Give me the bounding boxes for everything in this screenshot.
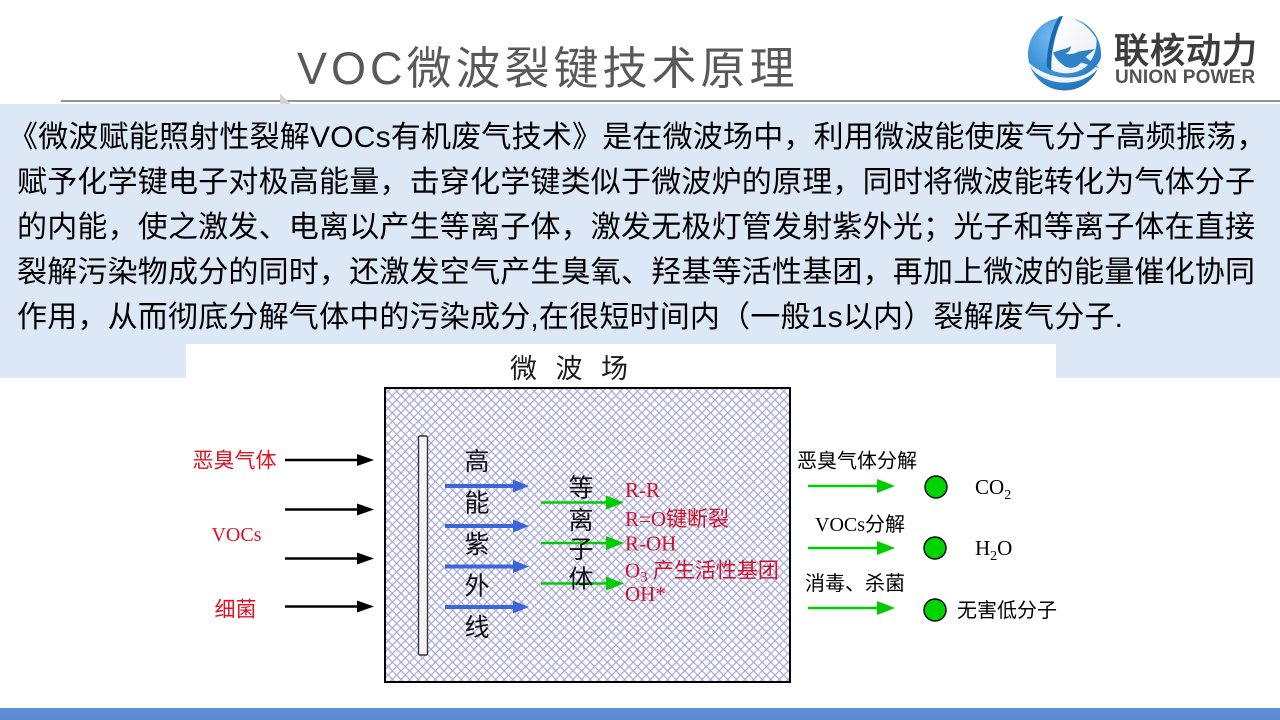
svg-text:恶臭气体分解: 恶臭气体分解 — [797, 450, 917, 473]
svg-text:高: 高 — [464, 448, 489, 476]
svg-text:离: 离 — [568, 507, 593, 535]
svg-text:R-R: R-R — [625, 478, 660, 502]
svg-text:子: 子 — [568, 537, 593, 564]
svg-text:R-OH: R-OH — [625, 532, 676, 556]
svg-text:OH*: OH* — [625, 582, 666, 606]
svg-text:等: 等 — [568, 475, 593, 503]
svg-text:细菌: 细菌 — [215, 598, 257, 622]
svg-text:CO2: CO2 — [975, 475, 1011, 503]
svg-text:VOCs: VOCs — [211, 524, 261, 546]
svg-text:体: 体 — [568, 566, 593, 594]
svg-text:线: 线 — [464, 614, 489, 642]
svg-text:O3 产生活性基团: O3 产生活性基团 — [625, 559, 779, 586]
svg-text:外: 外 — [464, 573, 489, 601]
svg-text:H2O: H2O — [975, 536, 1012, 564]
svg-text:VOCs分解: VOCs分解 — [815, 513, 905, 536]
svg-text:R=O键断裂: R=O键断裂 — [625, 507, 729, 531]
svg-text:恶臭气体: 恶臭气体 — [193, 449, 277, 473]
svg-text:能: 能 — [464, 490, 489, 518]
svg-text:消毒、杀菌: 消毒、杀菌 — [805, 572, 905, 595]
svg-text:紫: 紫 — [464, 531, 489, 559]
svg-text:无害低分子: 无害低分子 — [957, 599, 1057, 622]
